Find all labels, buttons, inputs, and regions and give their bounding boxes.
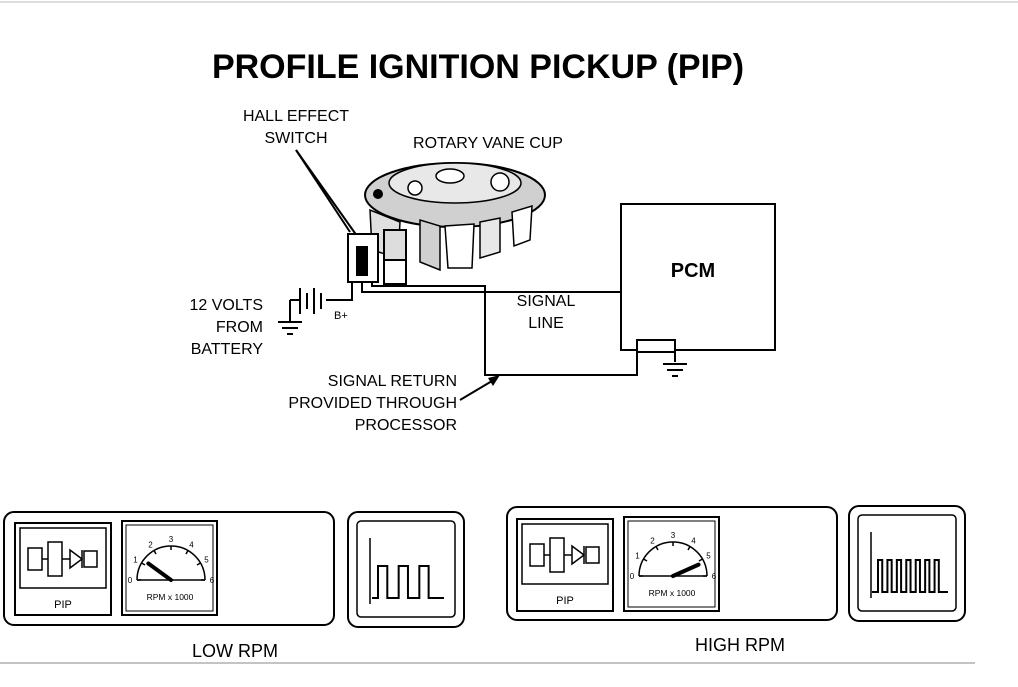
pcm-ground-terminal xyxy=(636,339,676,353)
high-instrument-frame xyxy=(506,506,838,621)
low-pip-label: PIP xyxy=(54,599,72,611)
gauge-tick-label: 5 xyxy=(706,552,711,561)
signal-line-label-2: LINE xyxy=(528,315,564,332)
gauge-tick xyxy=(141,562,146,566)
gauge-tick xyxy=(153,550,157,555)
gauge-tick-label: 0 xyxy=(630,572,635,581)
high-gauge-ticks: 0 1 2 3 4 5 6 xyxy=(630,531,717,581)
gauge-tick-label: 4 xyxy=(189,540,194,549)
return-wire xyxy=(371,282,638,376)
battery-label-line1: 12 VOLTS xyxy=(189,297,263,314)
gauge-tick-label: 2 xyxy=(650,536,655,545)
hall-pointer-2 xyxy=(295,149,363,244)
gauge-tick-label: 1 xyxy=(635,552,640,561)
gauge-tick-label: 5 xyxy=(204,556,209,565)
high-rpm-caption: HIGH RPM xyxy=(695,635,785,655)
gauge-tick xyxy=(643,558,648,562)
gauge-tick-label: 4 xyxy=(691,536,696,545)
low-gauge-label: RPM x 1000 xyxy=(147,592,194,602)
gauge-tick xyxy=(196,562,201,566)
high-pulse-waveform xyxy=(872,559,948,593)
b-plus-wire xyxy=(326,282,353,301)
high-scope-frame xyxy=(848,505,966,622)
low-scope-frame xyxy=(347,511,465,628)
low-pip-box xyxy=(14,522,112,616)
signal-return-label-1: SIGNAL RETURN xyxy=(328,373,457,390)
signal-wire xyxy=(361,282,621,293)
pcm-ground-icon xyxy=(663,363,687,377)
battery-ground-icon xyxy=(278,321,302,335)
page-title: PROFILE IGNITION PICKUP (PIP) xyxy=(212,48,744,86)
gauge-tick-label: 1 xyxy=(133,556,138,565)
gauge-tick-label: 6 xyxy=(712,572,717,581)
pcm-box xyxy=(620,203,776,351)
wiring xyxy=(326,282,676,376)
high-rpm-panel: PIP 0 1 2 3 4 5 6 RPM x 1000 HIGH RPM xyxy=(506,505,966,655)
high-gauge-needle xyxy=(671,562,701,578)
high-gauge-label: RPM x 1000 xyxy=(649,588,696,598)
hall-effect-label: HALL EFFECT xyxy=(243,108,349,125)
low-pulse-waveform xyxy=(372,565,444,599)
low-rpm-panel: PIP 0 1 2 3 4 5 6 RPM x 1000 LOW RPM xyxy=(3,511,465,661)
low-instrument-frame xyxy=(3,511,335,626)
gauge-tick xyxy=(655,546,659,551)
switch-label: SWITCH xyxy=(264,130,327,147)
signal-line-label-1: SIGNAL xyxy=(517,293,576,310)
gauge-tick xyxy=(687,546,691,551)
battery-symbol xyxy=(289,288,322,322)
high-gauge-arc xyxy=(638,541,708,577)
gauge-tick-label: 0 xyxy=(128,576,133,585)
gauge-tick xyxy=(698,558,703,562)
high-pip-symbol-icon xyxy=(529,537,600,573)
high-pip-box xyxy=(516,518,614,612)
battery-label-line3: BATTERY xyxy=(191,341,264,358)
signal-return-label-2: PROVIDED THROUGH xyxy=(288,395,457,412)
gauge-tick-label: 3 xyxy=(169,535,174,544)
signal-return-label-3: PROCESSOR xyxy=(355,417,457,434)
high-pip-label: PIP xyxy=(556,595,574,607)
gauge-tick xyxy=(185,550,189,555)
low-tach-box xyxy=(121,520,218,616)
pcm-label: PCM xyxy=(671,260,715,282)
high-tach-box xyxy=(623,516,720,612)
low-rpm-caption: LOW RPM xyxy=(192,641,278,661)
b-plus-label: B+ xyxy=(334,310,348,322)
gauge-tick-label: 6 xyxy=(210,576,215,585)
low-gauge-needle xyxy=(146,561,173,582)
rotary-vane-cup-label: ROTARY VANE CUP xyxy=(413,135,563,152)
signal-return-arrowhead xyxy=(488,375,500,386)
gauge-tick-label: 2 xyxy=(148,540,153,549)
low-gauge-ticks: 0 1 2 3 4 5 6 xyxy=(128,535,215,585)
low-pip-symbol-icon xyxy=(27,541,98,577)
battery-label-line2: FROM xyxy=(216,319,263,336)
gauge-tick-label: 3 xyxy=(671,531,676,540)
distributor-assembly xyxy=(347,162,546,285)
